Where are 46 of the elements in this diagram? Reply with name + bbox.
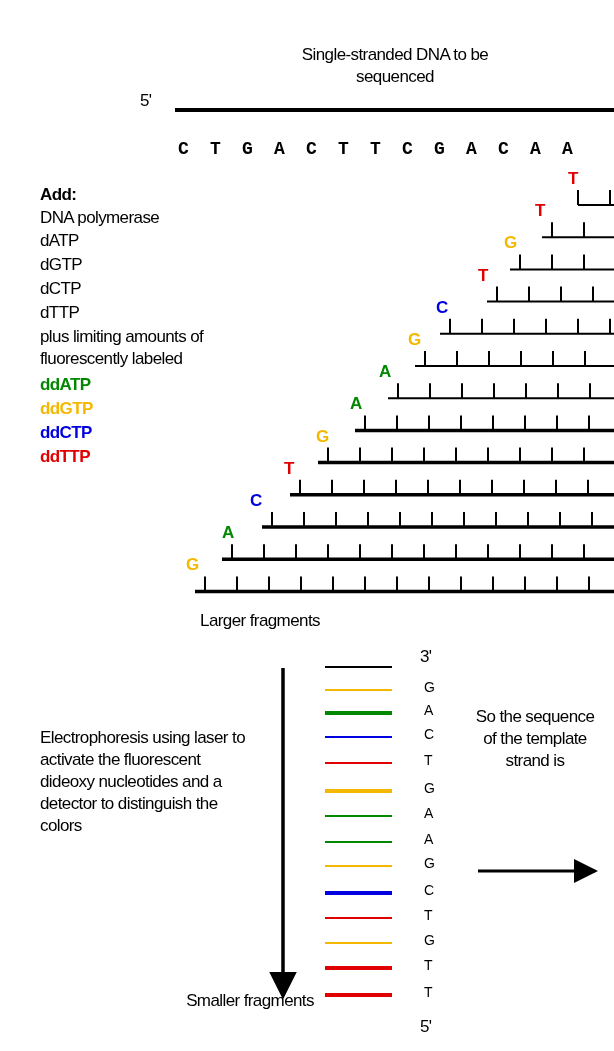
reagent-label: DNA polymerase	[40, 207, 160, 229]
terminal-base-letter: G	[408, 329, 421, 351]
reagent-label: ddTTP	[40, 446, 90, 468]
terminal-base-letter: A	[222, 522, 234, 545]
terminal-base-letter: T	[284, 457, 294, 480]
reagent-label: dATP	[40, 230, 79, 252]
base-call-letter: T	[424, 956, 432, 974]
reagent-note: plus limiting amounts of fluorescently labeled	[40, 326, 205, 370]
terminal-base-letter: T	[568, 168, 578, 190]
heading-text: Single-stranded DNA to be sequenced	[300, 44, 490, 88]
terminal-base-letter: G	[316, 425, 329, 448]
base-call-letter: A	[424, 830, 433, 848]
base-call-letter: C	[424, 881, 434, 899]
reagent-label: dGTP	[40, 254, 82, 276]
reagent-label: ddCTP	[40, 422, 92, 444]
strand-end-label: 3'	[420, 646, 432, 668]
strand-end-label: 5'	[420, 1016, 432, 1038]
base-call-letter: T	[424, 906, 432, 924]
terminal-base-letter: A	[350, 393, 362, 416]
base-call-letter: G	[424, 931, 435, 949]
base-call-letter: T	[424, 983, 432, 1001]
terminal-base-letter: T	[535, 200, 545, 223]
result-note: So the sequence of the template strand is	[475, 706, 595, 772]
terminal-base-letter: C	[250, 490, 262, 512]
method-note: Electrophoresis using laser to activate the fluorescent dideoxy nucleotides and a detector to distinguish the colors	[40, 727, 246, 837]
base-call-letter: G	[424, 779, 435, 797]
base-call-letter: C	[424, 725, 434, 743]
base-call-letter: G	[424, 678, 435, 696]
strand-end-label: 5'	[140, 90, 152, 112]
terminal-base-letter: T	[478, 264, 488, 287]
terminal-base-letter: G	[504, 232, 517, 255]
base-call-letter: A	[424, 701, 433, 719]
gel-end-label: Larger fragments	[200, 610, 320, 632]
reagent-label: ddATP	[40, 374, 91, 396]
reagent-heading: Add:	[40, 184, 77, 206]
base-call-letter: A	[424, 804, 433, 822]
reagent-label: ddGTP	[40, 398, 93, 420]
terminal-base-letter: C	[436, 296, 448, 319]
reagent-label: dTTP	[40, 302, 80, 324]
template-sequence: C T G A C T T C G A C A A	[178, 138, 579, 160]
terminal-base-letter: A	[379, 361, 391, 384]
reagent-label: dCTP	[40, 278, 82, 300]
gel-end-label: Smaller fragments	[185, 990, 315, 1012]
base-call-letter: G	[424, 854, 435, 872]
terminal-base-letter: G	[186, 554, 199, 577]
base-call-letter: T	[424, 751, 432, 769]
